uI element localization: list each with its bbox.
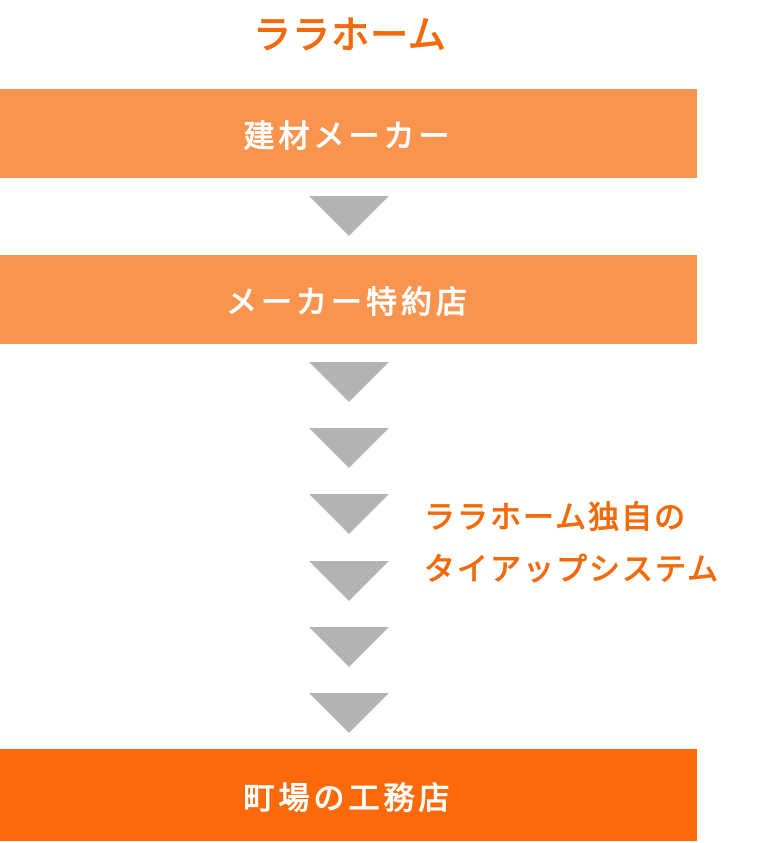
tieup-system-note: ララホーム独自の タイアップシステム	[424, 492, 720, 596]
down-triangle-icon	[309, 561, 389, 601]
down-triangle-icon	[309, 693, 389, 733]
step-box-maker-dealer: メーカー特約店	[0, 255, 697, 344]
note-line-1: ララホーム独自の	[424, 500, 688, 536]
note-line-2: タイアップシステム	[424, 552, 721, 588]
step-box-local-builder: 町場の工務店	[0, 749, 697, 841]
step-label: 町場の工務店	[243, 780, 454, 817]
step-label: メーカー特約店	[226, 285, 471, 321]
down-triangle-icon	[309, 196, 389, 236]
down-triangle-icon	[309, 627, 389, 667]
step-label: 建材メーカー	[243, 119, 454, 155]
down-triangle-icon	[309, 428, 389, 468]
step-box-building-material-maker: 建材メーカー	[0, 89, 697, 178]
down-triangle-icon	[309, 362, 389, 402]
diagram-title: ララホーム	[253, 12, 447, 57]
down-triangle-icon	[309, 494, 389, 534]
